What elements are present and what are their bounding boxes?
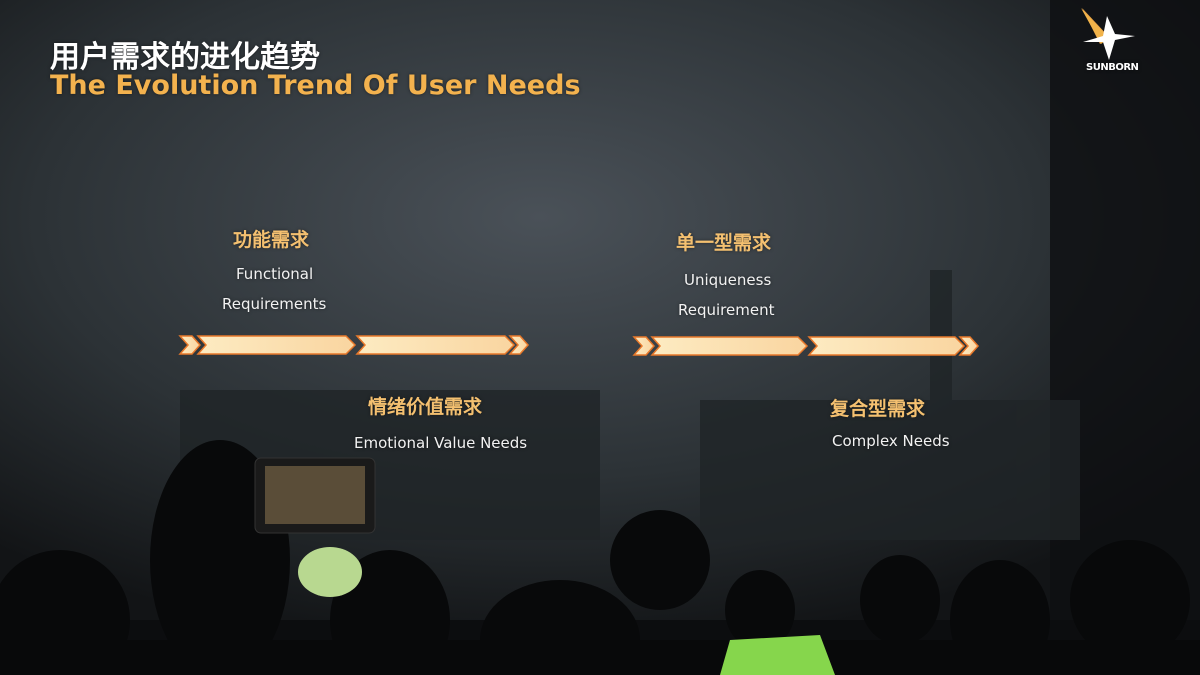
stage-3-title: 单一型需求: [676, 232, 772, 254]
stage-2-title: 情绪价值需求: [368, 396, 483, 418]
stage-1-subtitle-line2: Requirements: [222, 295, 327, 313]
arrow-segment: [355, 335, 516, 355]
logo-text: SUNBORN: [1086, 62, 1139, 73]
stage-3-subtitle-line2: Requirement: [678, 301, 775, 319]
stage-1-title: 功能需求: [233, 229, 310, 251]
sunborn-logo: [1075, 6, 1139, 78]
chevron-icon: [632, 336, 656, 356]
timeline-arrows: [178, 335, 980, 356]
arrow-segment: [650, 336, 809, 356]
slide-title-chinese: 用户需求的进化趋势: [50, 40, 320, 75]
stage-3-subtitle-line1: Uniqueness: [684, 271, 772, 289]
stage-2-subtitle: Emotional Value Needs: [354, 434, 528, 452]
slide-title-english: The Evolution Trend Of User Needs: [50, 70, 581, 101]
audience-silhouettes: [0, 440, 1200, 675]
chevron-icon: [178, 335, 202, 355]
stage-4-subtitle: Complex Needs: [832, 432, 950, 450]
arrow-segment: [196, 335, 357, 355]
chevron-icon: [958, 336, 980, 356]
stage-4-title: 复合型需求: [830, 398, 926, 420]
chevron-icon: [508, 335, 530, 355]
arrow-segment: [807, 336, 966, 356]
stage-1-subtitle-line1: Functional: [236, 265, 314, 283]
green-cap: [298, 547, 362, 597]
